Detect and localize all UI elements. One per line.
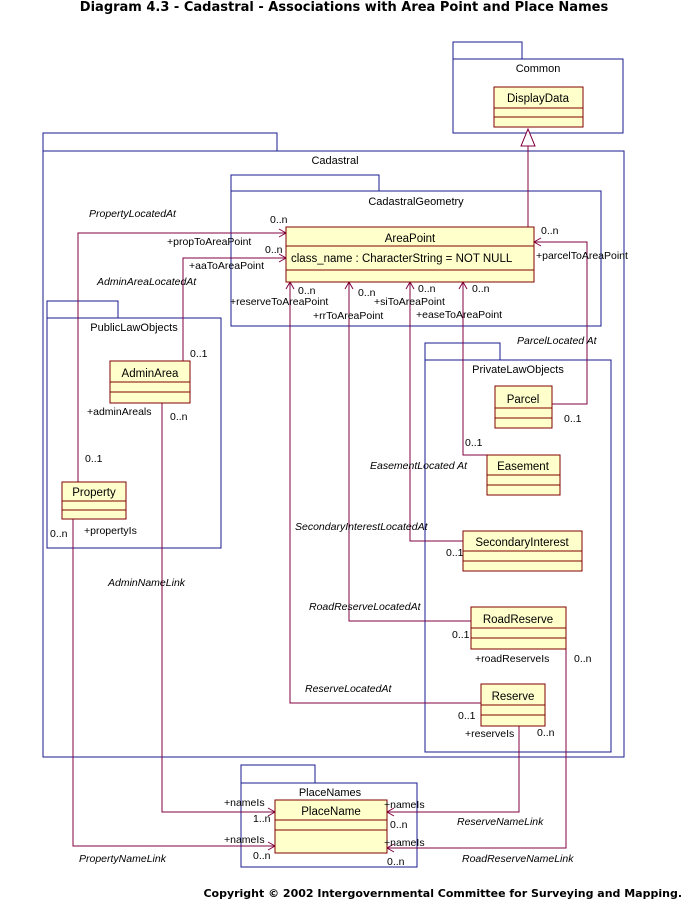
package-cadastral-name: Cadastral bbox=[311, 155, 358, 167]
admin-area-located-at-line bbox=[182, 257, 286, 361]
class-property-name: Property bbox=[72, 487, 116, 499]
role-name-is-admin: +nameIs bbox=[224, 797, 265, 809]
role-ease-to-area-point: +easeToAreaPoint bbox=[416, 309, 502, 321]
mult-reserve-name-link: 0..n bbox=[537, 727, 555, 739]
package-private-law-objects-name: PrivateLawObjects bbox=[472, 364, 564, 376]
assoc-reserve-name-link: ReserveNameLink bbox=[457, 816, 544, 828]
class-easement[interactable]: Easement bbox=[486, 454, 561, 496]
mult-area-point-reserve: 0..n bbox=[298, 285, 316, 297]
mult-admin-area-located: 0..1 bbox=[190, 348, 208, 360]
role-admin-areals: +adminAreals bbox=[87, 406, 152, 418]
role-name-is-road-reserve: +nameIs bbox=[384, 837, 425, 849]
mult-reserve-located: 0..1 bbox=[458, 710, 476, 722]
class-property[interactable]: Property bbox=[61, 481, 127, 520]
mult-road-reserve-name-link: 0..n bbox=[574, 653, 592, 665]
assoc-admin-name-link: AdminNameLink bbox=[107, 577, 186, 589]
mult-area-point-admin: 0..n bbox=[265, 244, 283, 256]
class-road-reserve-name: RoadReserve bbox=[483, 614, 553, 626]
property-name-link-line bbox=[72, 519, 275, 847]
class-display-data[interactable]: DisplayData bbox=[493, 86, 584, 128]
package-place-names-name: PlaceNames bbox=[299, 787, 362, 799]
admin-name-link-line bbox=[161, 403, 275, 813]
class-reserve[interactable]: Reserve bbox=[480, 683, 546, 727]
class-area-point-name: AreaPoint bbox=[385, 233, 436, 245]
mult-place-name-admin: 1..n bbox=[253, 813, 271, 825]
class-place-name[interactable]: PlaceName bbox=[274, 799, 388, 854]
mult-area-point-road-reserve: 0..n bbox=[358, 287, 376, 299]
property-located-at-line bbox=[77, 232, 286, 482]
role-si-to-area-point: +siToAreaPoint bbox=[374, 296, 445, 308]
mult-area-point-property: 0..n bbox=[270, 214, 288, 226]
mult-area-point-parcel: 0..n bbox=[541, 225, 559, 237]
role-rr-to-area-point: +rrToAreaPoint bbox=[313, 310, 383, 322]
class-secondary-interest-name: SecondaryInterest bbox=[475, 537, 569, 549]
role-road-reserve-is: +roadReserveIs bbox=[475, 653, 549, 665]
assoc-parcel-located-at: ParcelLocated At bbox=[517, 335, 598, 347]
reserve-located-at-line bbox=[289, 282, 481, 704]
road-reserve-located-at-line bbox=[348, 282, 471, 622]
mult-area-point-easement: 0..n bbox=[472, 283, 490, 295]
class-area-point-attribute: class_name : CharacterString = NOT NULL bbox=[291, 253, 513, 265]
road-reserve-name-link-line bbox=[387, 649, 567, 849]
class-road-reserve[interactable]: RoadReserve bbox=[470, 606, 567, 650]
class-area-point[interactable]: AreaPoint class_name : CharacterString =… bbox=[285, 226, 535, 283]
generalization-arrowhead bbox=[520, 127, 536, 147]
assoc-road-reserve-located-at: RoadReserveLocatedAt bbox=[309, 601, 422, 613]
class-admin-area[interactable]: AdminArea bbox=[109, 360, 191, 404]
mult-parcel: 0..1 bbox=[564, 413, 582, 425]
mult-easement: 0..1 bbox=[465, 437, 483, 449]
class-place-name-name: PlaceName bbox=[301, 806, 360, 818]
copyright-notice: Copyright © 2002 Intergovernmental Commi… bbox=[203, 887, 682, 900]
mult-property-located: 0..1 bbox=[85, 453, 103, 465]
mult-secondary-interest: 0..1 bbox=[446, 547, 464, 559]
mult-place-name-road-reserve: 0..n bbox=[387, 856, 405, 868]
class-reserve-name: Reserve bbox=[492, 691, 535, 703]
role-reserve-to-area-point: +reserveToAreaPoint bbox=[230, 296, 328, 308]
role-parcel-to-area-point: +parcelToAreaPoint bbox=[536, 250, 628, 262]
class-display-data-name: DisplayData bbox=[507, 93, 570, 105]
role-name-is-property: +nameIs bbox=[224, 834, 265, 846]
class-secondary-interest[interactable]: SecondaryInterest bbox=[462, 530, 583, 572]
mult-admin-area-name-link: 0..n bbox=[170, 411, 188, 423]
role-prop-to-area-point: +propToAreaPoint bbox=[167, 236, 251, 248]
assoc-property-located-at: PropertyLocatedAt bbox=[89, 208, 177, 220]
package-cadastral-geometry-name: CadastralGeometry bbox=[368, 196, 464, 208]
mult-place-name-property: 0..n bbox=[253, 850, 271, 862]
mult-place-name-reserve: 0..n bbox=[390, 819, 408, 831]
assoc-easement-located-at: EasementLocated At bbox=[370, 460, 468, 472]
class-admin-area-name: AdminArea bbox=[122, 368, 179, 380]
diagram-title: Diagram 4.3 - Cadastral - Associations w… bbox=[80, 0, 609, 15]
assoc-admin-area-located-at: AdminAreaLocatedAt bbox=[96, 276, 197, 288]
package-common-name: Common bbox=[516, 63, 561, 75]
role-reserve-is: +reserveIs bbox=[465, 728, 514, 740]
class-parcel-name: Parcel bbox=[507, 394, 540, 406]
assoc-road-reserve-name-link: RoadReserveNameLink bbox=[462, 853, 574, 865]
parcel-located-at-line bbox=[534, 241, 588, 405]
mult-road-reserve-located: 0..1 bbox=[452, 629, 470, 641]
easement-located-at-line bbox=[462, 282, 487, 456]
class-parcel[interactable]: Parcel bbox=[494, 385, 553, 429]
assoc-reserve-located-at: ReserveLocatedAt bbox=[305, 683, 392, 695]
role-name-is-reserve: +nameIs bbox=[384, 799, 425, 811]
secondary-interest-located-at-line bbox=[409, 282, 463, 542]
package-public-law-objects-name: PublicLawObjects bbox=[90, 322, 178, 334]
reserve-name-link-line bbox=[387, 726, 520, 813]
assoc-property-name-link: PropertyNameLink bbox=[79, 853, 167, 865]
mult-property-name-link: 0..n bbox=[50, 528, 68, 540]
assoc-secondary-interest-located-at: SecondaryInterestLocatedAt bbox=[295, 521, 429, 533]
mult-area-point-secondary: 0..n bbox=[418, 283, 436, 295]
role-property-is: +propertyIs bbox=[84, 525, 137, 537]
class-easement-name: Easement bbox=[497, 461, 550, 473]
role-aa-to-area-point: +aaToAreaPoint bbox=[189, 260, 264, 272]
